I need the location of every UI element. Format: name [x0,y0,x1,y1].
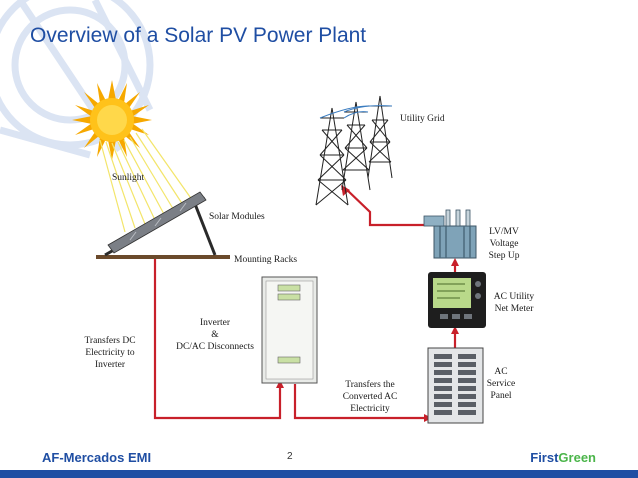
svg-text:&: & [211,330,219,340]
label-sunlight: Sunlight [112,173,145,183]
svg-text:DC/AC Disconnects: DC/AC Disconnects [176,342,254,352]
label-transfers-dc: Transfers DC Electricity to Inverter [84,335,135,370]
label-inverter: Inverter & DC/AC Disconnects [176,318,254,352]
tower [315,107,349,206]
wiring [153,187,457,420]
brand-part-2: Green [558,450,596,465]
solar-array [96,191,230,259]
dc-wire [153,258,282,420]
label-service-panel: AC Service Panel [487,367,516,401]
svg-text:Inverter: Inverter [200,318,231,328]
svg-text:Service: Service [487,379,516,389]
mounting-rack-base [96,255,230,259]
label-net-meter: AC Utility Net Meter [494,292,535,314]
label-step-up: LV/MV Voltage Step Up [489,227,520,261]
svg-text:AC Utility: AC Utility [494,292,535,302]
sunlight-rays [99,128,196,233]
footer-company-name: AF-Mercados EMI [42,450,152,465]
svg-text:Inverter: Inverter [95,360,126,370]
svg-text:Panel: Panel [490,391,511,401]
svg-text:Step Up: Step Up [489,251,520,261]
svg-text:Transfers DC: Transfers DC [84,335,135,346]
svg-text:Net Meter: Net Meter [495,304,535,314]
svg-text:Electricity to: Electricity to [85,348,135,358]
svg-text:LV/MV: LV/MV [489,227,519,237]
svg-text:AC: AC [494,367,507,377]
transformer-icon [423,209,477,259]
ac-service-panel [427,347,484,424]
footer-brand-logo: FirstGreen [530,450,596,465]
brand-part-1: First [530,450,559,465]
net-meter [428,272,486,328]
page-number: 2 [287,451,293,462]
tower [367,95,393,179]
sun-icon [72,80,152,160]
page-title: Overview of a Solar PV Power Plant [30,24,367,47]
mounting-rack-leg [193,203,217,256]
label-solar-modules: Solar Modules [209,212,265,222]
solar-module [107,191,207,254]
svg-text:Transfers the: Transfers the [345,379,395,390]
label-transfers-ac: Transfers the Converted AC Electricity [343,379,398,414]
utility-grid-towers [315,95,393,206]
label-utility-grid: Utility Grid [400,114,445,124]
footer-bar [0,470,638,478]
transformer-to-grid-wire [344,187,435,227]
svg-text:Voltage: Voltage [490,239,519,249]
svg-text:Converted AC: Converted AC [343,392,398,402]
ac-wire-to-panel [293,384,428,420]
label-mounting-racks: Mounting Racks [234,255,297,265]
svg-text:Electricity: Electricity [350,404,390,414]
tower [341,101,371,191]
inverter-cabinet [261,276,318,384]
